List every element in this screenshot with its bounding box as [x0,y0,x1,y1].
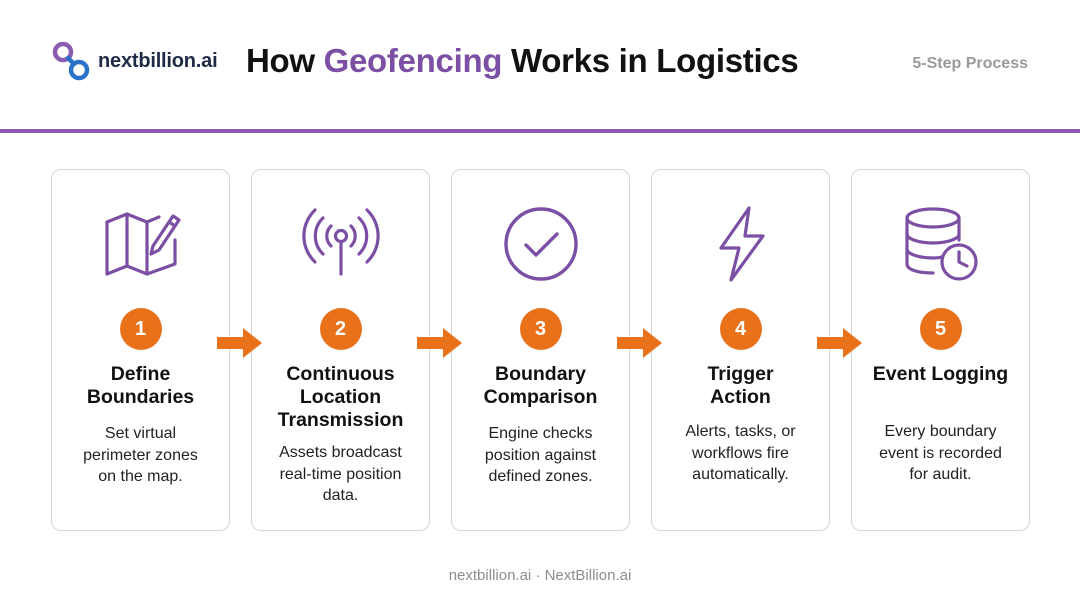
step-card-4: 4 Trigger Action Alerts, tasks, or workf… [651,169,830,531]
step-description: Assets broadcast real-time position data… [279,444,402,504]
step-description: Set virtual perimeter zones on the map. [83,425,198,485]
broadcast-antenna-icon [301,208,380,276]
title-prefix: How [246,42,324,79]
step-description: Alerts, tasks, or workflows fire automat… [685,423,796,483]
database-clock-icon [904,207,978,281]
step-title: Event Logging [872,363,1009,385]
step-description: Engine checks position against defined z… [484,425,597,485]
arrow-right-icon [217,328,262,358]
check-circle-icon [503,207,578,281]
arrow-right-icon [617,328,662,358]
step-number-badge: 1 [119,308,162,350]
step-title: Trigger Action [707,363,774,408]
step-card-1: 1 Define Boundaries Set virtual perimete… [51,169,230,531]
step-title: Define Boundaries [86,363,195,408]
step-description: Every boundary event is recorded for aud… [879,423,1002,483]
arrow-right-icon [817,328,862,358]
header: nextbillion.ai How Geofencing Works in L… [0,0,1080,130]
page-title: How Geofencing Works in Logistics [246,42,799,80]
footer-credit: nextbillion.ai · NextBillion.ai [448,567,632,584]
logo-icon [52,41,90,81]
title-accent: Geofencing [323,42,503,79]
header-divider [0,129,1080,133]
step-count-label: 5-Step Process [912,55,1028,72]
title-suffix: Works in Logistics [502,42,799,79]
step-number-badge: 5 [919,308,962,350]
step-number-badge: 3 [519,308,562,350]
step-title: Boundary Comparison [483,363,598,408]
step-number-badge: 2 [319,308,362,350]
step-card-3: 3 Boundary Comparison Engine checks posi… [451,169,630,531]
logo[interactable]: nextbillion.ai [50,40,218,82]
step-card-5: 5 Event Logging Every boundary event is … [851,169,1030,531]
arrow-right-icon [417,328,462,358]
step-number-badge: 4 [719,308,762,350]
step-title: Continuous Location Transmission [277,363,404,431]
logo-text: nextbillion.ai [98,49,218,72]
lightning-bolt-icon [718,206,765,282]
map-pencil-icon [104,212,181,276]
step-card-2: 2 Continuous Location Transmission Asset… [251,169,430,531]
